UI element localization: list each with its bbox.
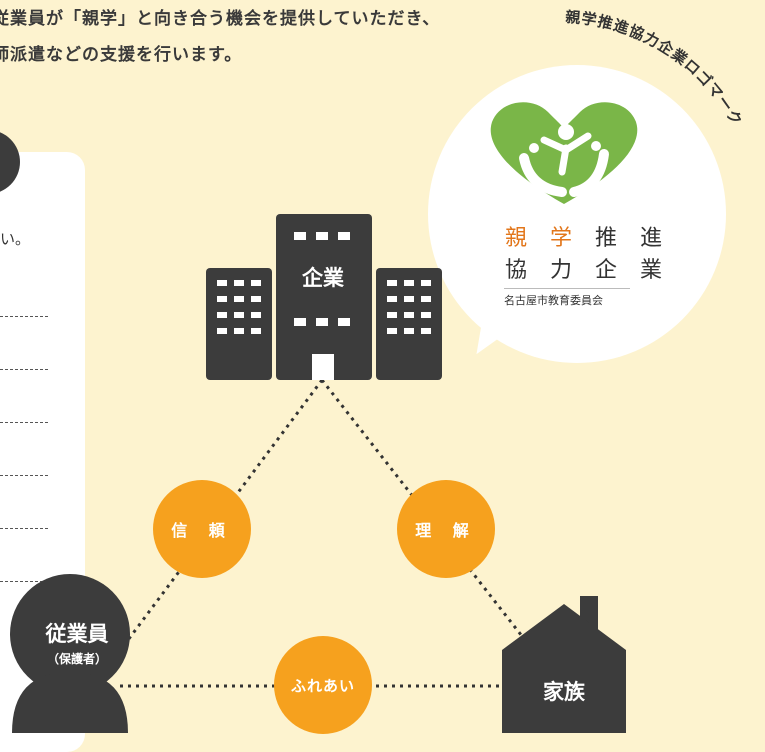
company-label: 企業: [302, 266, 344, 290]
logo-heart-icon: [490, 102, 638, 204]
employee-person-icon: [10, 574, 130, 733]
logo-row-2: 協 力 企 業: [505, 258, 670, 283]
card-badge: [0, 130, 20, 194]
employee-title: 従業員: [45, 622, 109, 646]
contact-label: ふれあい: [290, 676, 355, 695]
contact-circle: ふれあい: [274, 636, 372, 734]
intro-line-1: 従業員が「親学」と向き合う機会を提供していただき、: [0, 9, 441, 29]
card-line: [0, 581, 48, 582]
line-understanding: [320, 379, 527, 641]
employee-subtitle: （保護者）: [46, 652, 107, 666]
logo-row-1-rest: 推 進: [595, 226, 670, 251]
card-line: [0, 316, 48, 317]
card-line: [0, 422, 48, 423]
understanding-label: 理 解: [415, 521, 477, 540]
company-building-icon: [206, 214, 442, 380]
trust-circle: 信 頼: [153, 480, 251, 578]
understanding-circle: 理 解: [397, 480, 495, 578]
card-line: [0, 369, 48, 370]
employee-label: 従業員 （保護者）: [32, 618, 122, 667]
card-text: い。: [0, 230, 31, 248]
logo-row-1: 親 学 推 進: [505, 220, 670, 252]
card-line: [0, 528, 48, 529]
trust-label: 信 頼: [171, 521, 233, 540]
logo-row-1-orange: 親 学: [505, 226, 580, 251]
family-label: 家族: [543, 680, 585, 704]
family-house-icon: [502, 596, 626, 733]
logo-bubble: [428, 65, 726, 363]
logo-subtitle: 名古屋市教育委員会: [504, 288, 630, 308]
intro-line-2: 師派遣などの支援を行います。: [0, 45, 243, 65]
card-line: [0, 475, 48, 476]
